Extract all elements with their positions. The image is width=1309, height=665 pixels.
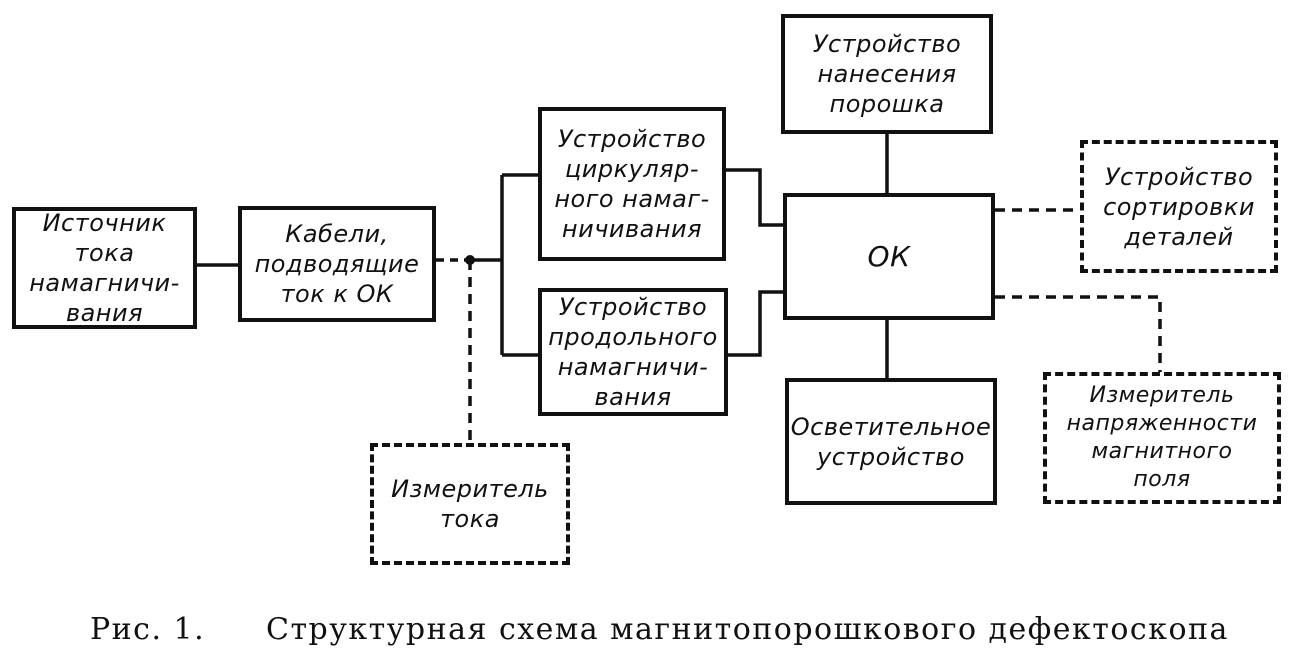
block-field-meter: Измеритель напряженности магнитного поля	[1043, 372, 1281, 504]
block-current-meter: Измеритель тока	[370, 443, 570, 565]
block-cables-label: Кабели, подводящие ток к ОК	[254, 220, 420, 308]
block-source-label: Источник тока намагничи- вания	[29, 209, 180, 327]
block-sorting: Устройство сортировки деталей	[1080, 140, 1278, 273]
figure-number: Рис. 1.	[90, 612, 206, 647]
block-source: Источник тока намагничи- вания	[12, 207, 197, 329]
block-lighting-label: Осветительное устройство	[790, 412, 992, 471]
figure-title: Структурная схема магнитопорошкового деф…	[266, 612, 1229, 647]
wire-circular-ok	[726, 168, 783, 227]
block-ok-label: ОК	[867, 239, 911, 273]
figure-caption: Рис. 1. Структурная схема магнитопорошков…	[90, 612, 1229, 647]
junction-dot	[465, 255, 475, 265]
block-circular-label: Устройство циркуляр- ного намаг- ничиван…	[554, 125, 710, 243]
block-circular: Устройство циркуляр- ного намаг- ничиван…	[538, 107, 726, 261]
block-cables: Кабели, подводящие ток к ОК	[238, 206, 436, 322]
block-lighting: Осветительное устройство	[785, 378, 997, 505]
wire-longitudinal-ok	[728, 290, 783, 357]
block-longitudinal: Устройство продольного намагничи- вания	[538, 288, 728, 416]
block-longitudinal-label: Устройство продольного намагничи- вания	[548, 293, 718, 411]
block-powder-label: Устройство нанесения порошка	[812, 30, 962, 118]
block-current-meter-label: Измеритель тока	[391, 475, 549, 533]
block-field-meter-label: Измеритель напряженности магнитного поля	[1066, 383, 1258, 492]
block-ok: ОК	[783, 193, 995, 320]
wire-ok-fieldmeter	[995, 295, 1162, 372]
block-sorting-label: Устройство сортировки деталей	[1103, 162, 1255, 251]
block-powder: Устройство нанесения порошка	[781, 14, 993, 134]
